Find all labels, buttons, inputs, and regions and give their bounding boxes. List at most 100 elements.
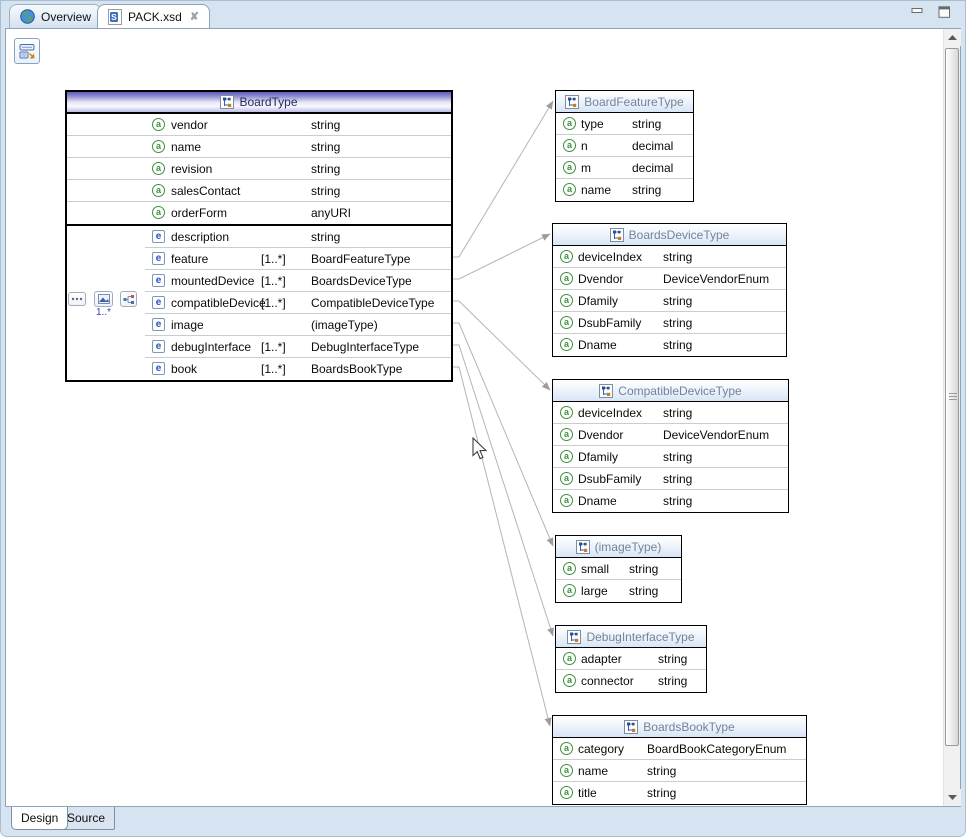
element-icon: e [152,296,165,309]
type-box-BoardsDeviceType[interactable]: BoardsDeviceTypeadeviceIndexstringaDvend… [552,223,787,357]
type-box-DebugInterfaceType[interactable]: DebugInterfaceTypeaadapterstringaconnect… [555,625,707,693]
attribute-row[interactable]: adeviceIndexstring [553,402,788,424]
close-icon[interactable]: ✘ [190,10,199,23]
attribute-row[interactable]: adeviceIndexstring [553,246,786,268]
attribute-row[interactable]: acategoryBoardBookCategoryEnum [553,738,806,760]
attribute-icon: a [152,118,165,131]
attribute-type: string [658,674,687,688]
attribute-row[interactable]: anamestring [67,136,451,158]
model-group-icon[interactable] [94,291,113,307]
scroll-up-button[interactable] [944,29,961,46]
attribute-row[interactable]: aDsubFamilystring [553,312,786,334]
attribute-row[interactable]: andecimal [556,135,693,157]
attribute-type: string [632,117,661,131]
attribute-type: string [647,764,676,778]
type-box-BoardFeatureType[interactable]: BoardFeatureTypeatypestringandecimalamde… [555,90,694,202]
attribute-row[interactable]: aDvendorDeviceVendorEnum [553,268,786,290]
attribute-row[interactable]: aDsubFamilystring [553,468,788,490]
attribute-icon: a [152,184,165,197]
tab-design[interactable]: Design [11,807,68,830]
element-row[interactable]: efeature[1..*]BoardFeatureType [67,248,451,270]
attribute-type: string [663,338,692,352]
attribute-type: string [311,162,340,176]
scrollbar-grip [949,393,957,401]
attribute-icon: a [560,338,573,351]
scrollbar-thumb[interactable] [945,48,959,746]
attributes-section: adeviceIndexstringaDvendorDeviceVendorEn… [553,246,786,356]
attribute-type: string [311,140,340,154]
attribute-name: type [581,117,604,131]
attribute-row[interactable]: asalesContactstring [67,180,451,202]
attribute-name: name [171,140,201,154]
element-name: feature [171,252,208,266]
attribute-row[interactable]: arevisionstring [67,158,451,180]
attribute-row[interactable]: anamestring [553,760,806,782]
element-row[interactable]: emountedDevice[1..*]BoardsDeviceType [67,270,451,292]
mouse-cursor [472,437,488,461]
attribute-row[interactable]: aDfamilystring [553,290,786,312]
attribute-row[interactable]: atypestring [556,113,693,135]
attribute-icon: a [563,674,576,687]
schema-view-toolbar-button[interactable] [14,38,40,64]
attribute-type: string [632,183,661,197]
tab-label: Overview [41,10,91,24]
complex-type-icon [567,630,581,644]
tab-pack-xsd[interactable]: S PACK.xsd ✘ [97,4,210,28]
type-box-CompatibleDeviceType[interactable]: CompatibleDeviceTypeadeviceIndexstringaD… [552,379,789,513]
attribute-row[interactable]: atitlestring [553,782,806,804]
attribute-row[interactable]: aconnectorstring [556,670,706,692]
attribute-type: string [663,472,692,486]
type-box-title: BoardType [239,95,297,109]
attribute-row[interactable]: aorderFormanyURI [67,202,451,224]
type-box-header[interactable]: BoardsBookType [553,716,806,738]
attribute-row[interactable]: avendorstring [67,114,451,136]
attribute-row[interactable]: aDvendorDeviceVendorEnum [553,424,788,446]
attribute-icon: a [560,742,573,755]
element-row[interactable]: eimage(imageType) [67,314,451,336]
attribute-row[interactable]: aDnamestring [553,334,786,356]
schema-design-canvas[interactable]: BoardTypeavendorstringanamestringarevisi… [6,29,943,806]
scroll-down-button[interactable] [944,789,961,806]
attribute-type: string [629,584,658,598]
attribute-row[interactable]: asmallstring [556,558,681,580]
attribute-type: string [663,316,692,330]
element-row[interactable]: edescriptionstring [67,226,451,248]
type-box-header[interactable]: CompatibleDeviceType [553,380,788,402]
complex-type-icon [220,95,234,109]
attribute-row[interactable]: aDfamilystring [553,446,788,468]
element-type: CompatibleDeviceType [311,296,434,310]
type-box-title: (imageType) [595,540,662,554]
attribute-icon: a [560,764,573,777]
complex-type-icon [576,540,590,554]
globe-icon [20,9,35,24]
type-box-header[interactable]: BoardsDeviceType [553,224,786,246]
type-box-header[interactable]: BoardFeatureType [556,91,693,113]
tab-overview[interactable]: Overview [9,4,102,28]
group-glyph [98,294,110,304]
attribute-row[interactable]: aDnamestring [553,490,788,512]
attributes-section: asmallstringalargestring [556,558,681,602]
type-box-BoardsBookType[interactable]: BoardsBookTypeacategoryBoardBookCategory… [552,715,807,805]
type-box-header[interactable]: BoardType [67,92,451,114]
attribute-row[interactable]: aadapterstring [556,648,706,670]
attribute-name: vendor [171,118,208,132]
type-box-header[interactable]: (imageType) [556,536,681,558]
type-box-BoardType[interactable]: BoardTypeavendorstringanamestringarevisi… [65,90,453,382]
element-row[interactable]: ebook[1..*]BoardsBookType [67,358,451,380]
element-row[interactable]: edebugInterface[1..*]DebugInterfaceType [67,336,451,358]
attribute-row[interactable]: amdecimal [556,157,693,179]
type-box-imageType[interactable]: (imageType) asmallstringalargestring [555,535,682,603]
attribute-row[interactable]: alargestring [556,580,681,602]
content-model-icon[interactable] [120,291,137,307]
sequence-icon[interactable] [68,292,86,306]
attribute-name: Dvendor [578,272,623,286]
type-box-header[interactable]: DebugInterfaceType [556,626,706,648]
minimize-icon[interactable] [911,6,924,16]
vertical-scrollbar[interactable] [943,29,960,806]
element-name: description [171,230,229,244]
type-box-title: BoardsDeviceType [629,228,730,242]
attribute-type: string [629,562,658,576]
editor-tab-bar: Overview S PACK.xsd ✘ [1,1,965,28]
attribute-row[interactable]: anamestring [556,179,693,201]
maximize-icon[interactable] [938,6,951,18]
